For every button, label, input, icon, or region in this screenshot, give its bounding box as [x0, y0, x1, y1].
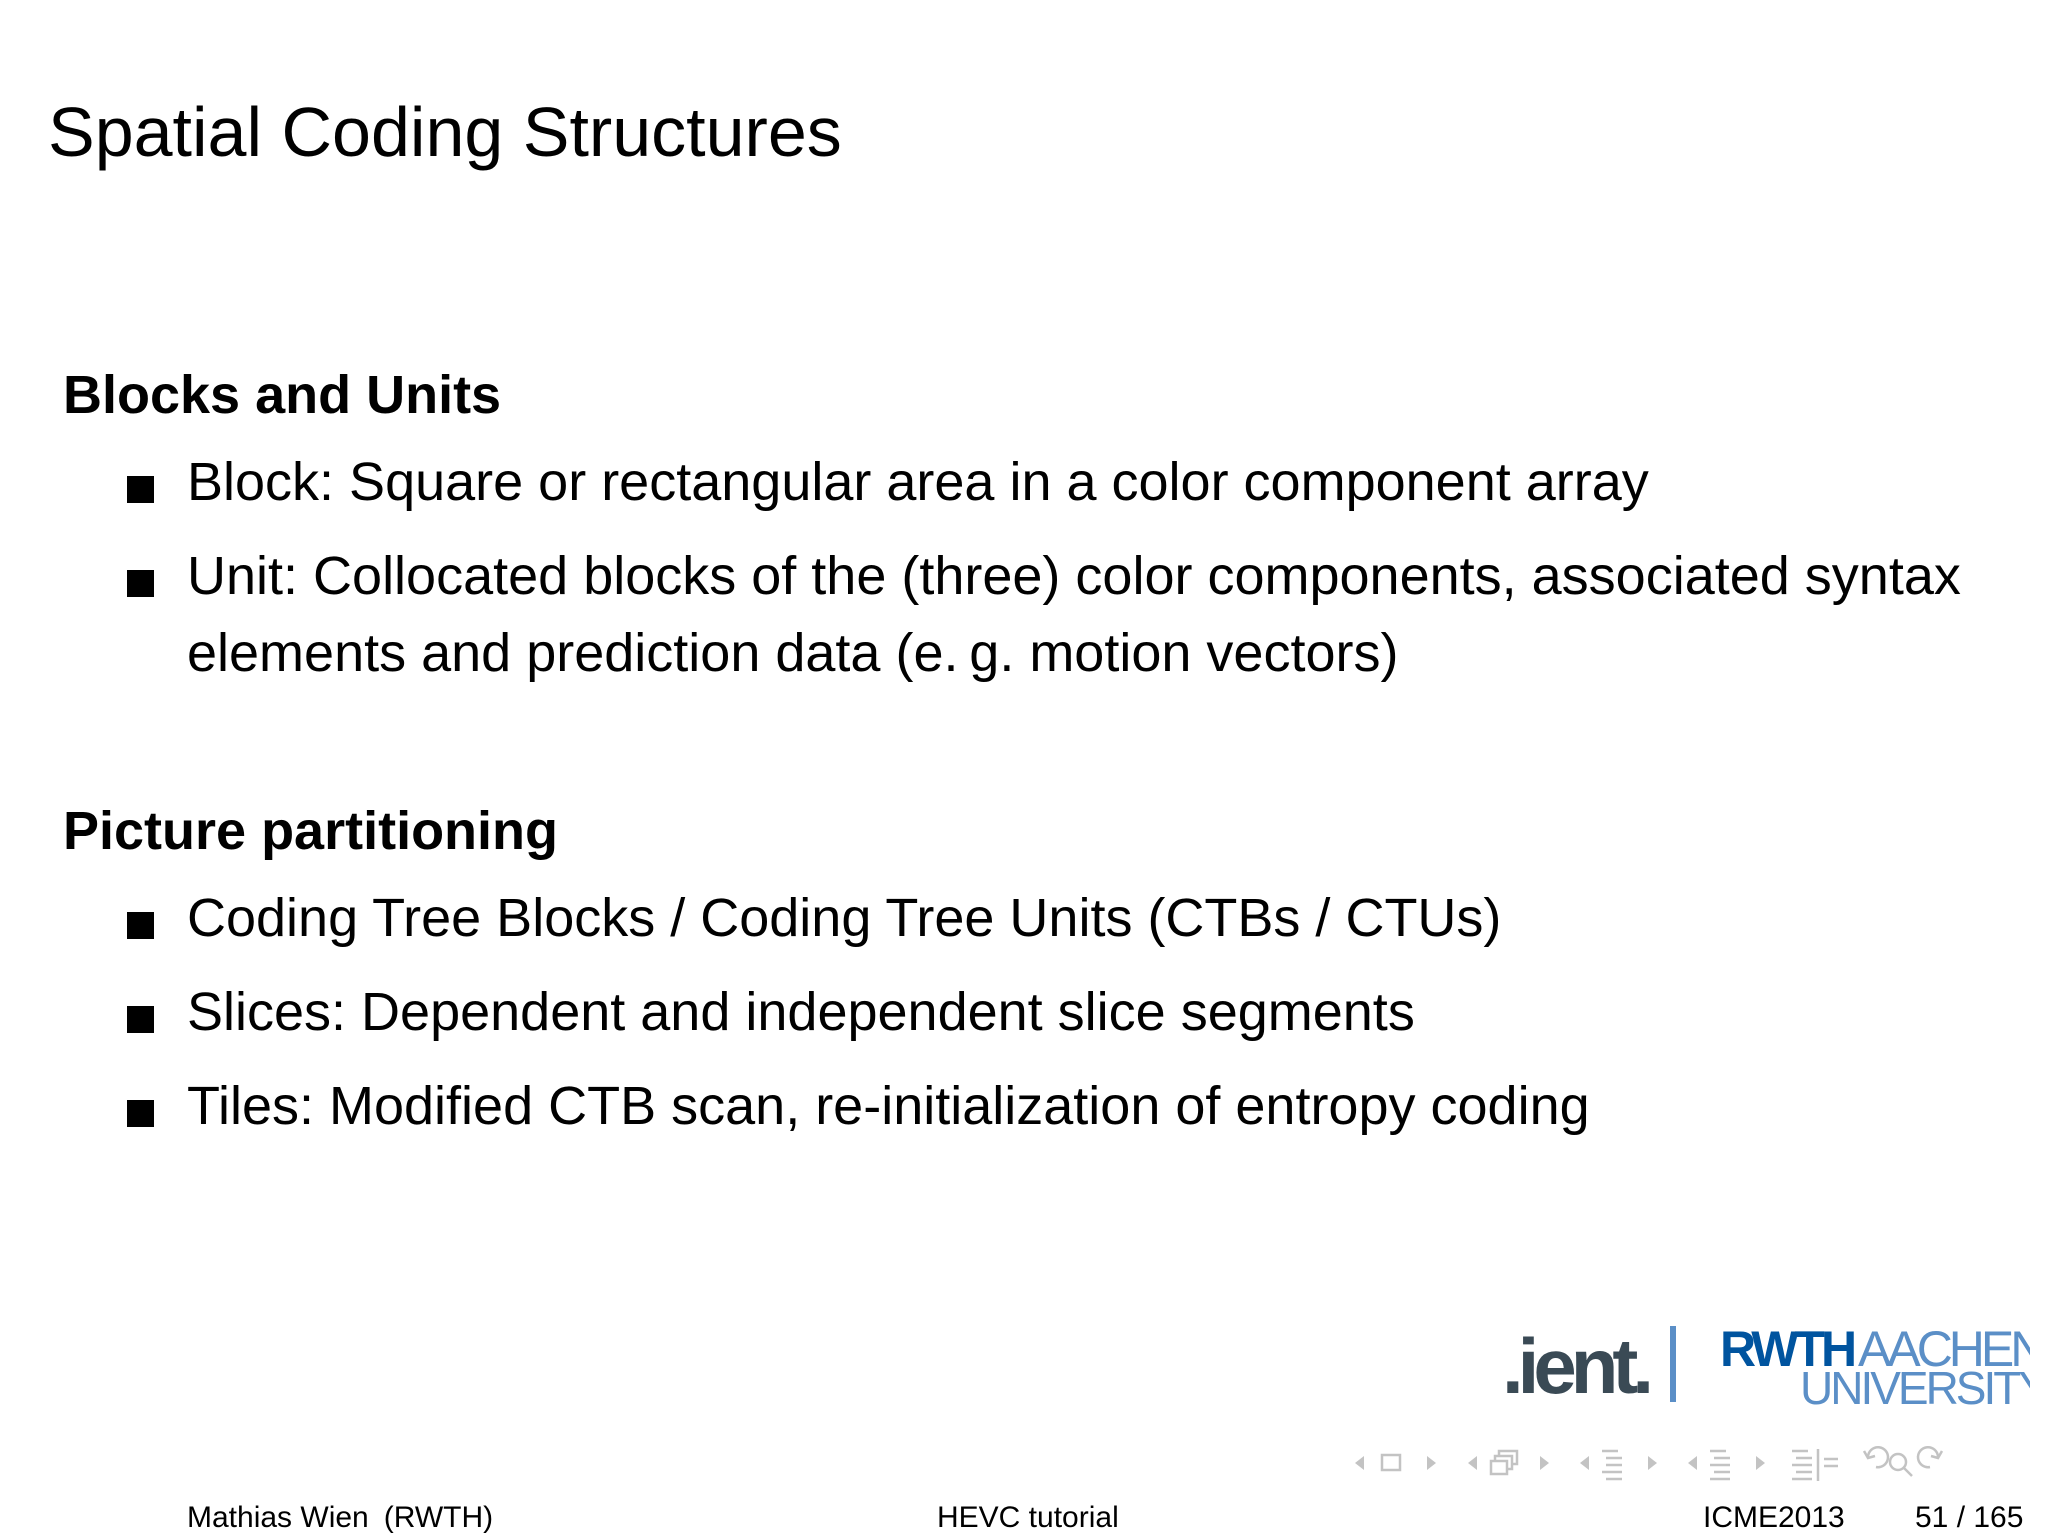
section-icon[interactable]	[1602, 1449, 1622, 1481]
bullet-text: Tiles: Modified CTB scan, re-initializat…	[187, 1076, 1590, 1136]
bullet-text: Unit: Collocated blocks of the (three) c…	[187, 546, 1961, 683]
rwth-logo-rwth: RWTH	[1720, 1321, 1854, 1377]
bullet-list: Coding Tree Blocks / Coding Tree Units (…	[63, 880, 1963, 1145]
logo-divider	[1670, 1326, 1676, 1402]
footer-title: HEVC tutorial	[937, 1501, 1119, 1534]
nav-next-arrow-icon[interactable]	[1427, 1456, 1436, 1470]
section-picture-partitioning: Picture partitioning Coding Tree Blocks …	[63, 804, 1963, 1145]
back-icon[interactable]	[1862, 1445, 1890, 1469]
bullet-text: Slices: Dependent and independent slice …	[187, 982, 1415, 1042]
list-item: Coding Tree Blocks / Coding Tree Units (…	[63, 880, 1963, 957]
bullet-text: Coding Tree Blocks / Coding Tree Units (…	[187, 888, 1502, 948]
subsection-icon[interactable]	[1489, 1449, 1519, 1476]
search-icon[interactable]	[1888, 1452, 1913, 1477]
rwth-logo-aachen: AACHEN	[1858, 1321, 2030, 1377]
page-number: 51 / 165	[1915, 1501, 2024, 1534]
forward-icon[interactable]	[1916, 1445, 1944, 1469]
section-heading: Blocks and Units	[63, 365, 502, 425]
nav-prev-arrow-icon[interactable]	[1468, 1456, 1477, 1470]
appendix-icon[interactable]	[1792, 1449, 1838, 1481]
logo-area: .ient. RWTH AACHEN UNIVERSITY	[1500, 1318, 2048, 1414]
square-bullet-icon	[127, 1100, 154, 1127]
square-bullet-icon	[127, 476, 154, 503]
slide-title: Spatial Coding Structures	[48, 92, 842, 171]
bullet-text: Block: Square or rectangular area in a c…	[187, 452, 1649, 512]
ient-logo-text: .ient.	[1502, 1322, 1649, 1408]
rwth-logo: RWTH AACHEN UNIVERSITY	[1720, 1321, 2048, 1414]
section-blocks-and-units: Blocks and Units Block: Square or rectan…	[63, 368, 1963, 692]
square-bullet-icon	[127, 1006, 154, 1033]
presentation-icon[interactable]	[1710, 1449, 1730, 1481]
nav-next-arrow-icon[interactable]	[1756, 1456, 1765, 1470]
list-item: Unit: Collocated blocks of the (three) c…	[63, 538, 1987, 692]
square-bullet-icon	[127, 912, 154, 939]
nav-next-arrow-icon[interactable]	[1540, 1456, 1549, 1470]
nav-prev-arrow-icon[interactable]	[1580, 1456, 1589, 1470]
footer-event: ICME2013	[1703, 1501, 1845, 1534]
rwth-logo-university: UNIVERSITY	[1800, 1362, 2030, 1408]
nav-prev-arrow-icon[interactable]	[1355, 1456, 1364, 1470]
nav-prev-arrow-icon[interactable]	[1688, 1456, 1697, 1470]
bullet-list: Block: Square or rectangular area in a c…	[63, 444, 1963, 692]
footer: Mathias Wien (RWTH) HEVC tutorial ICME20…	[0, 1500, 2048, 1536]
ient-logo: .ient.	[1502, 1322, 1655, 1410]
footer-author: Mathias Wien (RWTH)	[187, 1501, 494, 1534]
logos-svg: .ient. RWTH AACHEN UNIVERSITY	[1502, 1321, 2048, 1414]
navigation-bar	[1340, 1443, 2040, 1483]
list-item: Slices: Dependent and independent slice …	[63, 974, 1963, 1051]
nav-next-arrow-icon[interactable]	[1648, 1456, 1657, 1470]
square-bullet-icon	[127, 570, 154, 597]
frame-icon[interactable]	[1380, 1453, 1402, 1472]
list-item: Block: Square or rectangular area in a c…	[63, 444, 1963, 521]
list-item: Tiles: Modified CTB scan, re-initializat…	[63, 1068, 1963, 1145]
section-heading: Picture partitioning	[63, 801, 559, 861]
